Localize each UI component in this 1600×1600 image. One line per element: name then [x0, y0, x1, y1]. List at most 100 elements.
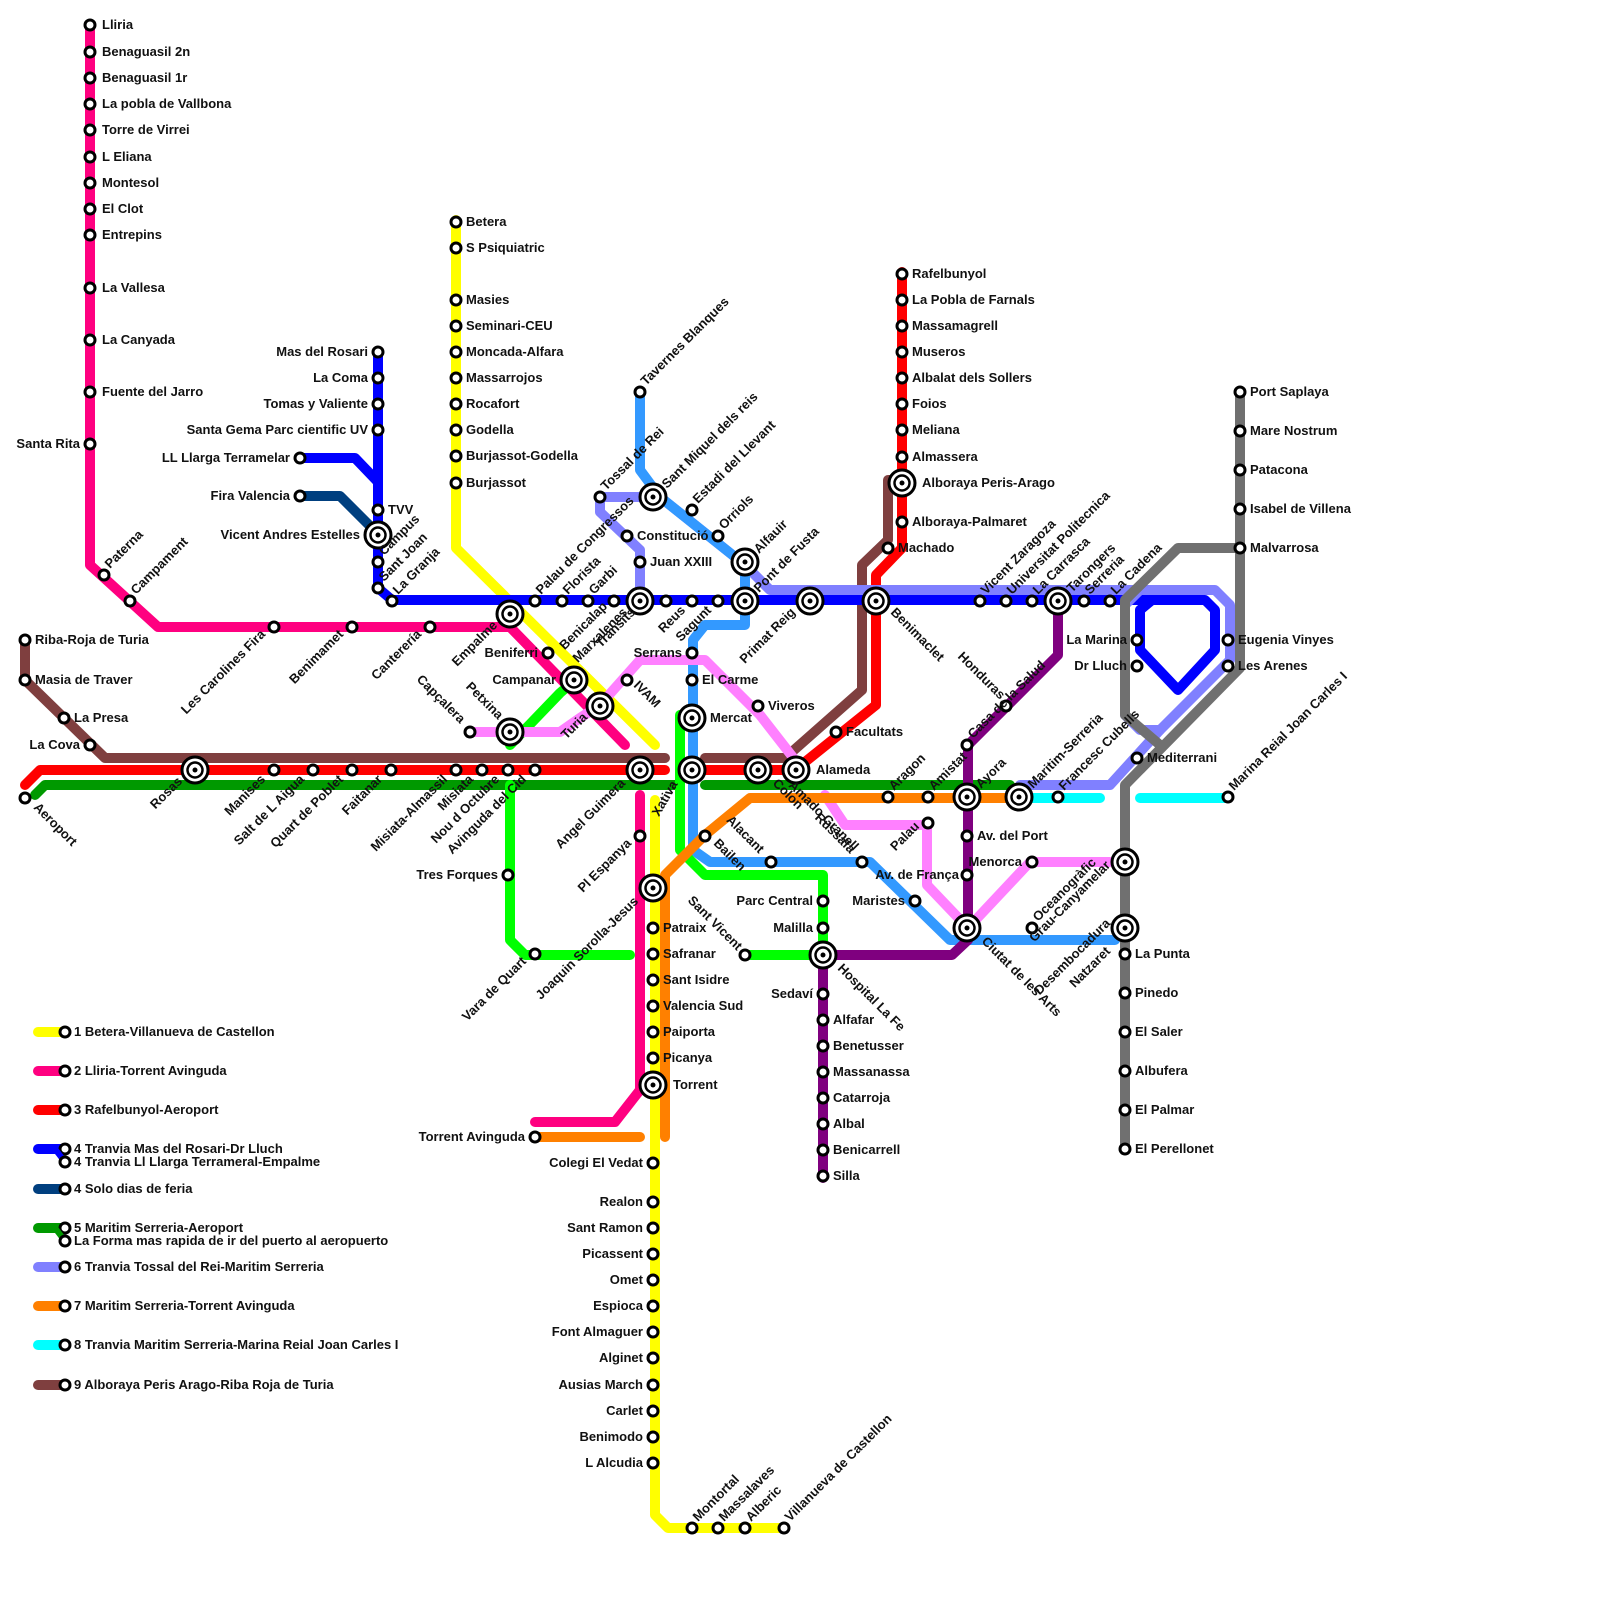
station-marker-tomas-y-valiente[interactable]	[373, 399, 383, 409]
station-marker-torre-de-virrei[interactable]	[85, 125, 95, 135]
station-hub-petxina[interactable]	[497, 719, 523, 745]
station-marker-serreria[interactable]	[1079, 596, 1089, 606]
station-marker-la-granja[interactable]	[387, 596, 397, 606]
station-marker-la-pobla-de-vallbona[interactable]	[85, 99, 95, 109]
station-marker-sant-joan[interactable]	[373, 583, 383, 593]
station-marker-masia-de-traver[interactable]	[20, 675, 30, 685]
station-marker-riba-roja-de-turia[interactable]	[20, 635, 30, 645]
station-marker-amistat[interactable]	[923, 792, 933, 802]
station-marker-cantereria[interactable]	[425, 622, 435, 632]
station-marker-misiata[interactable]	[477, 765, 487, 775]
station-marker-menorca[interactable]	[1027, 857, 1037, 867]
station-marker-el-perellonet[interactable]	[1120, 1144, 1130, 1154]
station-marker-meliana[interactable]	[897, 425, 907, 435]
station-marker-bailen[interactable]	[700, 831, 710, 841]
station-marker-la-punta[interactable]	[1120, 949, 1130, 959]
station-marker-patacona[interactable]	[1235, 465, 1245, 475]
station-marker-massarrojos[interactable]	[451, 373, 461, 383]
station-marker-manises[interactable]	[269, 765, 279, 775]
station-marker-el-palmar[interactable]	[1120, 1105, 1130, 1115]
station-marker-tossal-de-rei[interactable]	[595, 492, 605, 502]
station-marker-safranar[interactable]	[648, 949, 658, 959]
station-marker-godella[interactable]	[451, 425, 461, 435]
station-marker-el-carme[interactable]	[687, 675, 697, 685]
station-marker-massalaves[interactable]	[713, 1523, 723, 1533]
station-marker-santa-gema-parc-cientific-uv[interactable]	[373, 425, 383, 435]
station-marker-mediterrani[interactable]	[1132, 753, 1142, 763]
station-marker-pinedo[interactable]	[1120, 988, 1130, 998]
station-marker-malilla[interactable]	[818, 923, 828, 933]
station-marker-catarroja[interactable]	[818, 1093, 828, 1103]
station-hub-ciutat-de-les-arts[interactable]	[954, 915, 980, 941]
station-marker-moncada-alfara[interactable]	[451, 347, 461, 357]
station-hub-torrent[interactable]	[640, 1072, 666, 1098]
station-marker-burjassot-godella[interactable]	[451, 451, 461, 461]
station-marker-garbi[interactable]	[583, 596, 593, 606]
station-marker-silla[interactable]	[818, 1171, 828, 1181]
station-marker-universitat-politecnica[interactable]	[1001, 596, 1011, 606]
station-marker-albalat-dels-sollers[interactable]	[897, 373, 907, 383]
station-marker-benimamet[interactable]	[347, 622, 357, 632]
station-hub-turia[interactable]	[587, 693, 613, 719]
station-marker-les-arenes[interactable]	[1223, 661, 1233, 671]
station-marker-eugenia-vinyes[interactable]	[1223, 635, 1233, 645]
station-marker-aeroport[interactable]	[20, 793, 30, 803]
station-marker-av-del-port[interactable]	[962, 831, 972, 841]
station-marker-torrent-avinguda[interactable]	[530, 1132, 540, 1142]
station-marker-la-canyada[interactable]	[85, 335, 95, 345]
station-marker-alginet[interactable]	[648, 1353, 658, 1363]
station-marker-alberic[interactable]	[740, 1523, 750, 1533]
station-marker-ausias-march[interactable]	[648, 1380, 658, 1390]
station-marker-florista[interactable]	[557, 596, 567, 606]
station-marker-valencia-sud[interactable]	[648, 1001, 658, 1011]
station-marker-vara-de-quart[interactable]	[530, 949, 540, 959]
station-marker-seminari-ceu[interactable]	[451, 321, 461, 331]
station-marker-campament[interactable]	[125, 596, 135, 606]
station-marker-lliria[interactable]	[85, 20, 95, 30]
station-hub-pont-de-fusta[interactable]	[732, 588, 758, 614]
station-marker-espioca[interactable]	[648, 1301, 658, 1311]
station-marker-paterna[interactable]	[99, 570, 109, 580]
station-marker-palau[interactable]	[923, 818, 933, 828]
station-marker-el-saler[interactable]	[1120, 1027, 1130, 1037]
station-marker-benetusser[interactable]	[818, 1041, 828, 1051]
station-marker-benimodo[interactable]	[648, 1432, 658, 1442]
station-marker-la-presa[interactable]	[59, 713, 69, 723]
station-marker-dr-lluch[interactable]	[1132, 661, 1142, 671]
station-marker-mare-nostrum[interactable]	[1235, 426, 1245, 436]
station-marker-misiata-almassil[interactable]	[451, 765, 461, 775]
station-marker-museros[interactable]	[897, 347, 907, 357]
station-hub-tarongers[interactable]	[1045, 588, 1071, 614]
station-marker-viveros[interactable]	[753, 701, 763, 711]
station-hub-alboraya-peris-arago[interactable]	[889, 470, 915, 496]
station-marker-facultats[interactable]	[831, 727, 841, 737]
station-marker-foios[interactable]	[897, 399, 907, 409]
station-marker-casa-de-la-salud[interactable]	[962, 740, 972, 750]
station-marker-masies[interactable]	[451, 295, 461, 305]
station-hub-hospital-la-fe[interactable]	[810, 942, 836, 968]
station-marker-capcalera[interactable]	[465, 727, 475, 737]
station-marker-villanueva-de-castellon[interactable]	[779, 1523, 789, 1533]
station-marker-patraix[interactable]	[648, 923, 658, 933]
station-hub-alfauir[interactable]	[732, 549, 758, 575]
station-marker-benicalap[interactable]	[609, 596, 619, 606]
station-hub-joaquin-sorolla-jesus[interactable]	[640, 875, 666, 901]
station-marker-burjassot[interactable]	[451, 478, 461, 488]
station-marker-massanassa[interactable]	[818, 1067, 828, 1077]
station-marker-albufera[interactable]	[1120, 1066, 1130, 1076]
station-marker-malvarrosa[interactable]	[1235, 543, 1245, 553]
station-marker-alacant[interactable]	[766, 857, 776, 867]
station-marker-av-de-franca[interactable]	[962, 870, 972, 880]
station-marker-alfafar[interactable]	[818, 1015, 828, 1025]
station-marker-carlet[interactable]	[648, 1406, 658, 1416]
station-marker-rocafort[interactable]	[451, 399, 461, 409]
station-marker-albal[interactable]	[818, 1119, 828, 1129]
station-marker-isabel-de-villena[interactable]	[1235, 504, 1245, 514]
station-marker-avinguda-del-cid[interactable]	[530, 765, 540, 775]
station-hub-xativa[interactable]	[679, 757, 705, 783]
station-marker-juan-xxiii[interactable]	[635, 557, 645, 567]
station-hub-empalme[interactable]	[497, 601, 523, 627]
station-marker-francesc-cubells[interactable]	[1053, 792, 1063, 802]
station-marker-sagunt[interactable]	[713, 596, 723, 606]
station-hub-ayora[interactable]	[954, 784, 980, 810]
